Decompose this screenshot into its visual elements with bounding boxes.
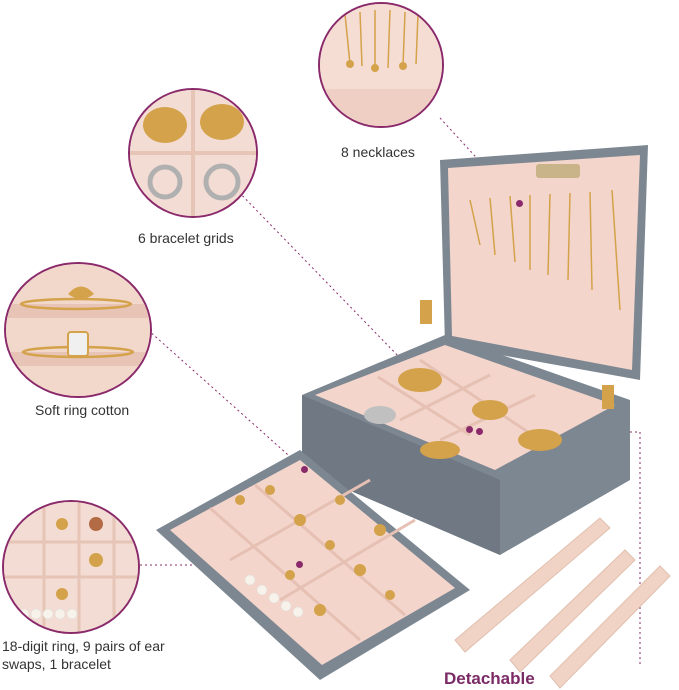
ring-cotton-closeup (4, 262, 152, 398)
jewelry-box (302, 145, 648, 555)
bracelet-grids-label: 6 bracelet grids (138, 230, 234, 246)
ring-tray (156, 450, 470, 680)
pearl-bracelet (244, 574, 304, 618)
hinge-right (602, 385, 614, 409)
divider-3 (549, 565, 671, 689)
hinge-left (420, 300, 432, 324)
lid-clasp (536, 164, 580, 178)
tray-closeup (2, 500, 140, 634)
base-jewelry (364, 368, 562, 459)
bracelet-grids-closeup (128, 88, 258, 218)
lid-necklaces (469, 189, 621, 311)
tray-label: 18-digit ring, 9 pairs of ear swaps, 1 b… (2, 638, 165, 672)
connector-rings (147, 329, 306, 471)
divider-1 (454, 517, 611, 653)
detachable-label: Detachable (444, 669, 535, 688)
lid-lining (448, 155, 640, 370)
ring-cotton-label: Soft ring cotton (35, 402, 130, 418)
dot-detachable (476, 428, 483, 435)
base-front (302, 395, 500, 555)
dot-bracelets (466, 426, 473, 433)
dot-tray (296, 561, 303, 568)
dot-necklaces (516, 200, 523, 207)
necklaces-label: 8 necklaces (341, 144, 415, 160)
necklaces-closeup (318, 2, 444, 128)
tray-lining (170, 460, 455, 665)
divider-2 (509, 549, 636, 673)
detachable-dividers (454, 517, 671, 689)
dot-rings (301, 466, 308, 473)
connector-bracelets (231, 184, 471, 431)
